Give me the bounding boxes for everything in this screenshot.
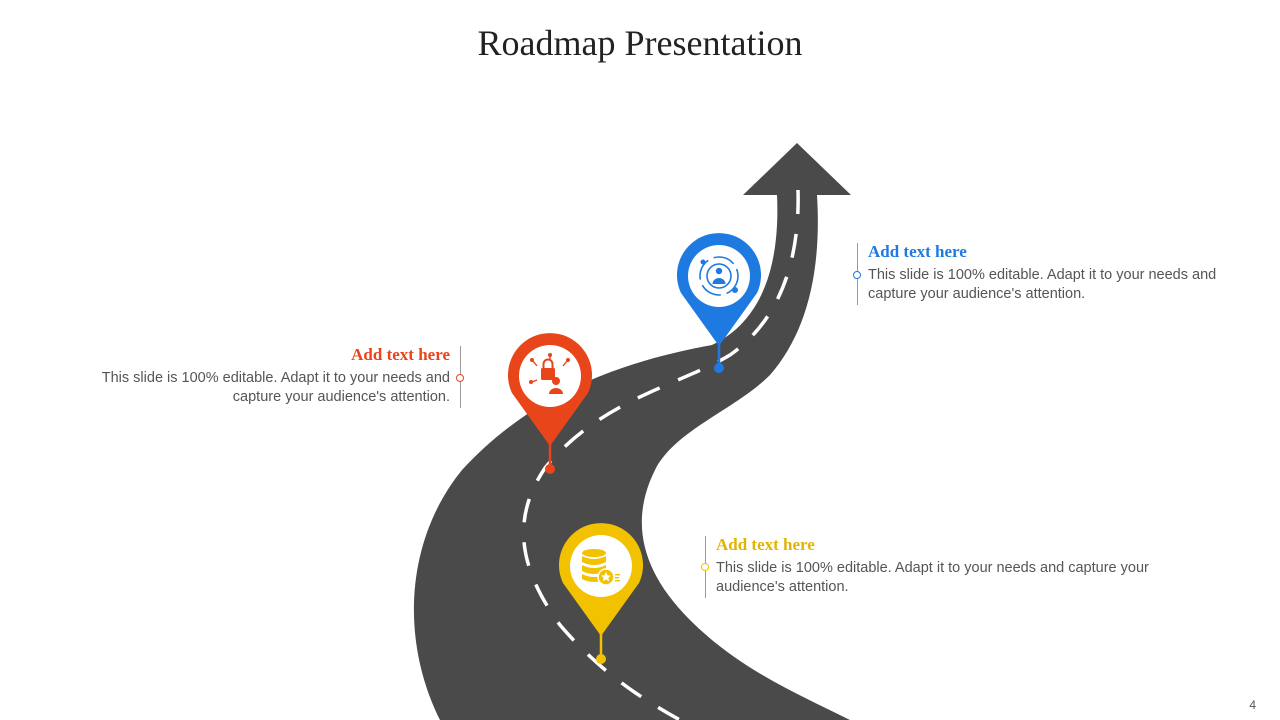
milestone-1-text: Add text here This slide is 100% editabl…	[50, 345, 450, 407]
milestone-1-body: This slide is 100% editable. Adapt it to…	[101, 370, 450, 405]
milestone-3-text: Add text here This slide is 100% editabl…	[716, 535, 1206, 597]
page-number: 4	[1249, 698, 1256, 712]
slide-title: Roadmap Presentation	[477, 23, 803, 63]
blue-connector-dot	[853, 271, 861, 279]
orange-connector-dot	[456, 374, 464, 382]
orange-pin	[507, 333, 592, 474]
milestone-2-heading: Add text here	[868, 242, 967, 261]
user-cycle-icon	[699, 256, 739, 296]
yellow-pin	[559, 523, 643, 664]
milestone-1-heading: Add text here	[351, 345, 450, 364]
milestone-3-body: This slide is 100% editable. Adapt it to…	[716, 560, 1149, 595]
road	[413, 143, 851, 720]
milestone-2-text: Add text here This slide is 100% editabl…	[868, 242, 1263, 304]
milestone-2-body: This slide is 100% editable. Adapt it to…	[868, 267, 1217, 302]
blue-pin	[676, 233, 761, 373]
security-lock-user-icon	[529, 353, 570, 394]
yellow-connector-dot	[701, 563, 709, 571]
milestone-3-heading: Add text here	[716, 535, 815, 554]
database-star-icon	[582, 549, 620, 586]
